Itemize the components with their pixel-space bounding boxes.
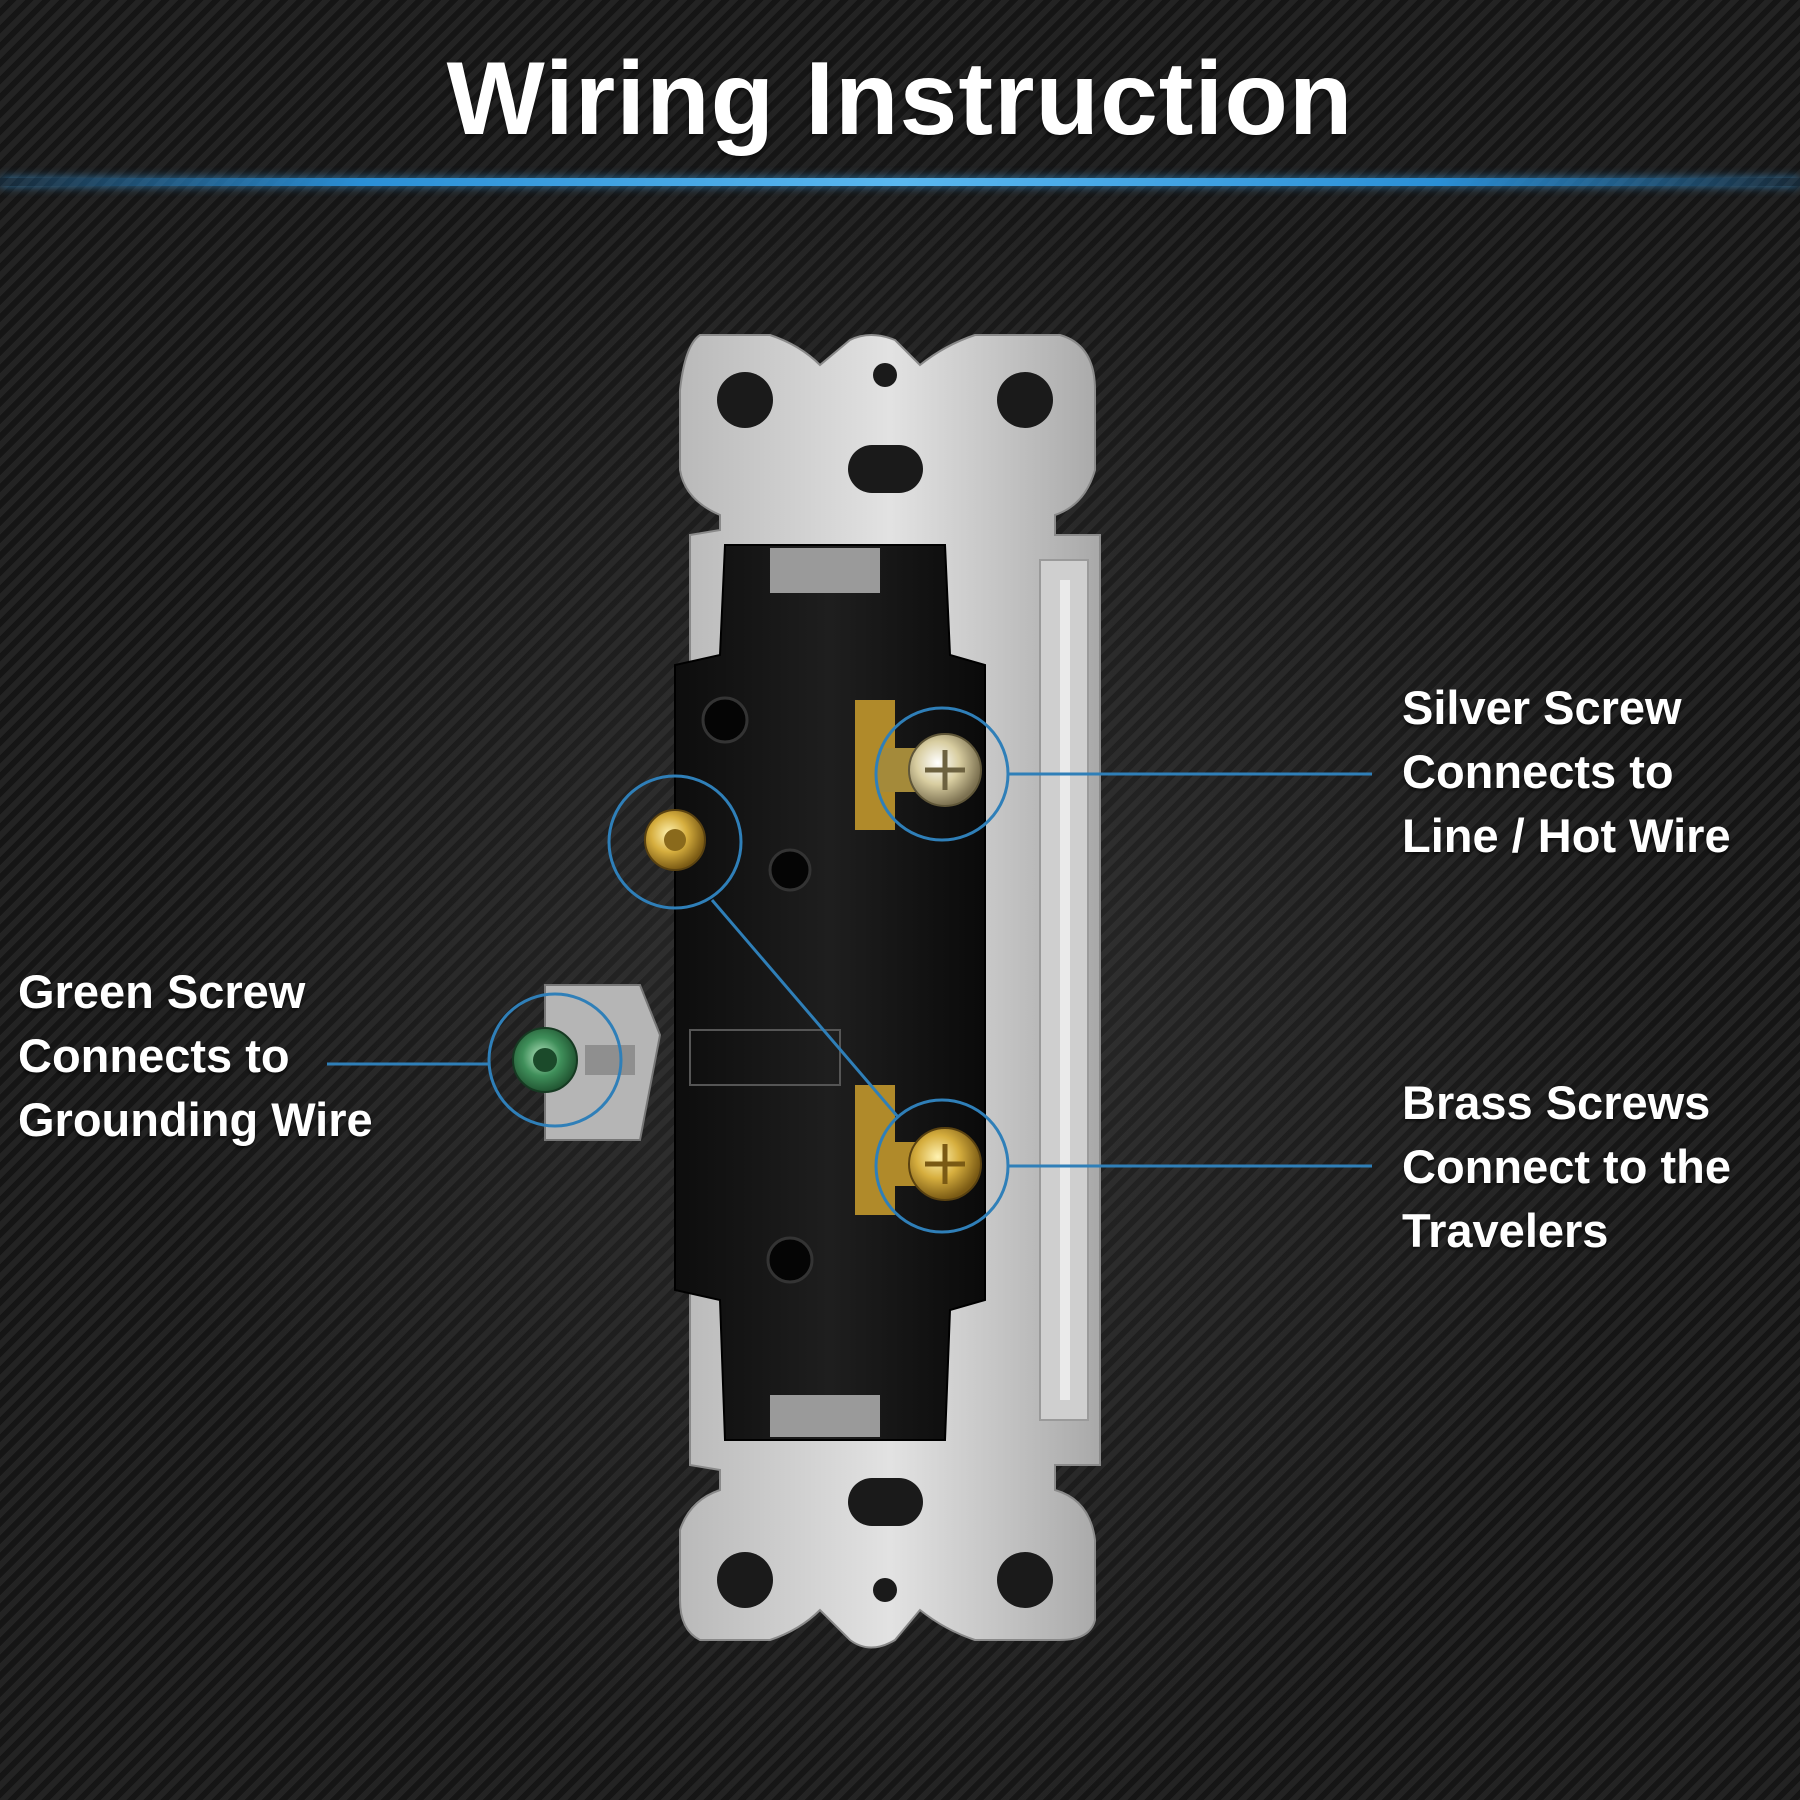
backwire-hole-top: [701, 696, 749, 744]
callout-line: Silver Screw: [1402, 681, 1682, 734]
callout-line: Brass Screws: [1402, 1076, 1711, 1129]
brass-screw-top-ring: [607, 774, 743, 910]
callout-line: Green Screw: [18, 965, 306, 1018]
yoke-rail-highlight: [1060, 580, 1070, 1400]
green-screw-ring: [487, 992, 623, 1128]
strap-slot-bottom: [848, 1478, 923, 1526]
top-contact-clip: [770, 548, 880, 593]
strap-hole-top-right: [997, 372, 1053, 428]
callout-line: Connects to: [1402, 745, 1674, 798]
callout-line: Connects to: [18, 1029, 290, 1082]
green-screw: [512, 1027, 635, 1093]
switch-body: [674, 544, 986, 1441]
title-divider: [0, 178, 1800, 186]
strap-hole-bottom-right: [997, 1552, 1053, 1608]
strip-gauge: [689, 1029, 841, 1086]
silver-screw-callout: Silver Screw Connects to Line / Hot Wire: [1402, 676, 1731, 868]
strap-hole-bottom-center: [873, 1578, 897, 1602]
strap-hole-top-center: [873, 363, 897, 387]
callout-line: Connect to the: [1402, 1140, 1731, 1193]
callout-rings: [487, 706, 1010, 1234]
brass-screws-callout: Brass Screws Connect to the Travelers: [1402, 1071, 1731, 1263]
green-screw-callout: Green Screw Connects to Grounding Wire: [18, 960, 373, 1152]
callout-line: Line / Hot Wire: [1402, 809, 1731, 862]
strap-hole-bottom-left: [717, 1552, 773, 1608]
backwire-hole-middle: [768, 848, 812, 892]
brass-connector-line: [710, 899, 900, 1118]
brass-screw-bottom: [878, 1127, 982, 1201]
silver-screw: [878, 733, 982, 807]
strap-hole-top-left: [717, 372, 773, 428]
page-title: Wiring Instruction: [446, 41, 1354, 157]
backwire-hole-bottom: [766, 1236, 814, 1284]
callout-line: Grounding Wire: [18, 1093, 373, 1146]
bottom-contact-clip: [770, 1395, 880, 1437]
callout-line: Travelers: [1402, 1204, 1609, 1257]
brass-screw-top: [644, 809, 706, 871]
strap-slot-top: [848, 445, 923, 493]
leader-lines: [327, 772, 1372, 1168]
